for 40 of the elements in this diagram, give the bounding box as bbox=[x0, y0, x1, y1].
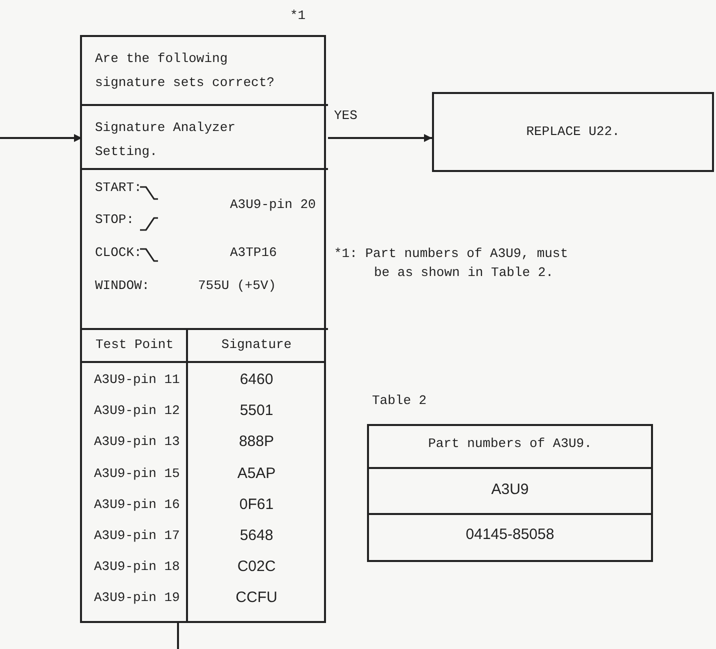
table-cell: A3U9-pin 11 bbox=[94, 372, 180, 388]
arrow bbox=[328, 134, 432, 142]
table-header: Test Point bbox=[94, 337, 174, 353]
table-cell: A3U9-pin 18 bbox=[94, 559, 180, 575]
table-cell: A3U9-pin 13 bbox=[94, 434, 180, 450]
table-cell: A3U9-pin 12 bbox=[94, 403, 180, 419]
connector-line bbox=[177, 623, 179, 649]
setting-text: START: bbox=[95, 180, 142, 196]
footnote-text: *1: Part numbers of A3U9, must be as shown in Table 2. bbox=[334, 245, 570, 282]
step-text: REPLACE U22. bbox=[525, 123, 621, 141]
table-cell: A3U9-pin 16 bbox=[94, 496, 180, 512]
arrow bbox=[0, 134, 82, 142]
setting-text: 755U (+5V) bbox=[198, 278, 276, 294]
table-caption: Table 2 bbox=[372, 393, 427, 409]
table-cell: A3U9-pin 17 bbox=[94, 528, 180, 544]
edge-label: YES bbox=[334, 108, 358, 124]
section-text: Signature Analyzer Setting. bbox=[95, 119, 236, 161]
table-cell: A3U9-pin 15 bbox=[94, 466, 180, 482]
table-cell-text: 5648 bbox=[238, 527, 274, 545]
table-cell-text: 5501 bbox=[238, 402, 274, 420]
setting-text: A3U9-pin 20 bbox=[230, 197, 316, 213]
setting-text: WINDOW: bbox=[95, 278, 150, 294]
table-header: Signature bbox=[220, 337, 293, 353]
setting-text: A3TP16 bbox=[230, 245, 277, 261]
table-header: Part numbers of A3U9. bbox=[427, 436, 593, 452]
table-cell-text: 0F61 bbox=[238, 496, 275, 514]
decision-box bbox=[80, 35, 326, 623]
table-cell-text: 04145-85058 bbox=[464, 526, 556, 544]
process-box bbox=[432, 92, 714, 172]
table-cell-text: 888P bbox=[238, 433, 276, 452]
setting-text: CLOCK: bbox=[95, 245, 142, 261]
table-cell-text: A5AP bbox=[236, 464, 277, 483]
setting-text: STOP: bbox=[95, 212, 134, 228]
table-cell-text: CCFU bbox=[234, 589, 278, 608]
section-text: Are the following signature sets correct? bbox=[95, 50, 276, 92]
table-cell-text: A3U9 bbox=[490, 481, 530, 499]
table-cell: A3U9-pin 19 bbox=[94, 590, 180, 606]
table-cell-text: C02C bbox=[236, 558, 277, 576]
footnote-mark: *1 bbox=[290, 8, 306, 24]
table-cell-text: 6460 bbox=[238, 371, 274, 389]
